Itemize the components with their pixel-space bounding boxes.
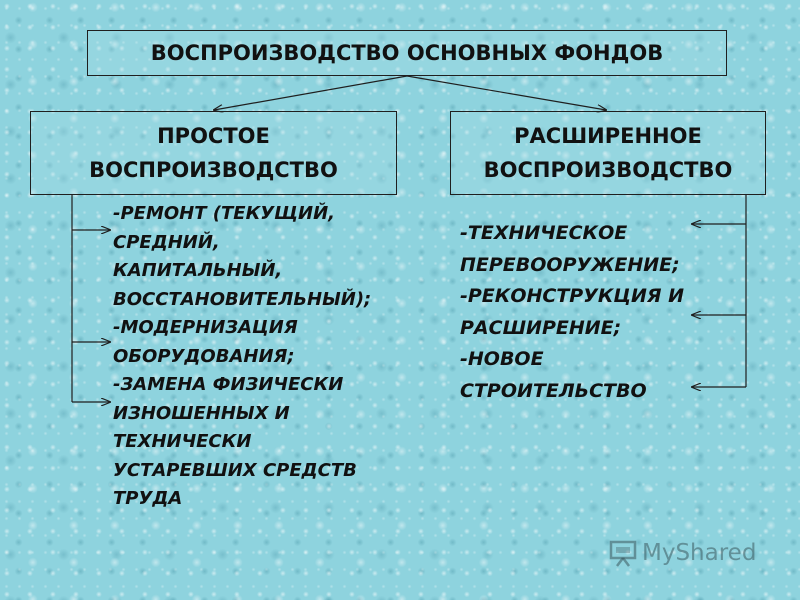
- list-line: -ЗАМЕНА ФИЗИЧЕСКИ: [113, 374, 344, 395]
- list-line: ИЗНОШЕННЫХ И: [113, 402, 290, 424]
- list-line: -НОВОЕ: [460, 348, 544, 370]
- list-line: СРЕДНИЙ,: [113, 231, 220, 253]
- title-text: ВОСПРОИЗВОДСТВО ОСНОВНЫХ ФОНДОВ: [150, 41, 664, 65]
- extended-heading-line-1: РАСШИРЕННОЕ: [514, 124, 702, 148]
- list-line: ТРУДА: [113, 488, 183, 509]
- list-line: ТЕХНИЧЕСКИ: [113, 431, 252, 452]
- list-line: ВОССТАНОВИТЕЛЬНЫЙ);: [113, 288, 372, 310]
- simple-reproduction-list: -РЕМОНТ (ТЕКУЩИЙ, СРЕДНИЙ, КАПИТАЛЬНЫЙ, …: [113, 200, 371, 514]
- list-line: ОБОРУДОВАНИЯ;: [113, 345, 295, 367]
- list-line: -МОДЕРНИЗАЦИЯ: [113, 317, 298, 338]
- extended-reproduction-list: -ТЕХНИЧЕСКОЕ ПЕРЕВООРУЖЕНИЕ; -РЕКОНСТРУК…: [460, 218, 684, 407]
- arrow-to-simple: [214, 75, 408, 110]
- extended-heading-line-2: ВОСПРОИЗВОДСТВО: [483, 158, 733, 182]
- list-line: СТРОИТЕЛЬСТВО: [460, 379, 647, 402]
- simple-heading-line-2: ВОСПРОИЗВОДСТВО: [89, 158, 338, 182]
- simple-heading-line-1: ПРОСТОЕ: [157, 124, 270, 148]
- list-line: -РЕКОНСТРУКЦИЯ И: [460, 285, 685, 307]
- list-line: ПЕРЕВООРУЖЕНИЕ;: [460, 253, 680, 276]
- list-line: РАСШИРЕНИЕ;: [460, 316, 622, 339]
- simple-reproduction-box: ПРОСТОЕ ВОСПРОИЗВОДСТВО: [30, 111, 397, 195]
- arrow-to-extended: [406, 75, 606, 110]
- list-line: -РЕМОНТ (ТЕКУЩИЙ,: [113, 203, 336, 224]
- watermark: MyShared: [608, 538, 756, 568]
- list-line: УСТАРЕВШИХ СРЕДСТВ: [113, 459, 357, 481]
- list-line: -ТЕХНИЧЕСКОЕ: [460, 222, 628, 244]
- presentation-board-icon: [609, 540, 637, 567]
- extended-reproduction-box: РАСШИРЕННОЕ ВОСПРОИЗВОДСТВО: [450, 111, 766, 195]
- title-box: ВОСПРОИЗВОДСТВО ОСНОВНЫХ ФОНДОВ: [87, 30, 727, 76]
- list-line: КАПИТАЛЬНЫЙ,: [113, 260, 283, 281]
- watermark-text: MyShared: [642, 540, 757, 566]
